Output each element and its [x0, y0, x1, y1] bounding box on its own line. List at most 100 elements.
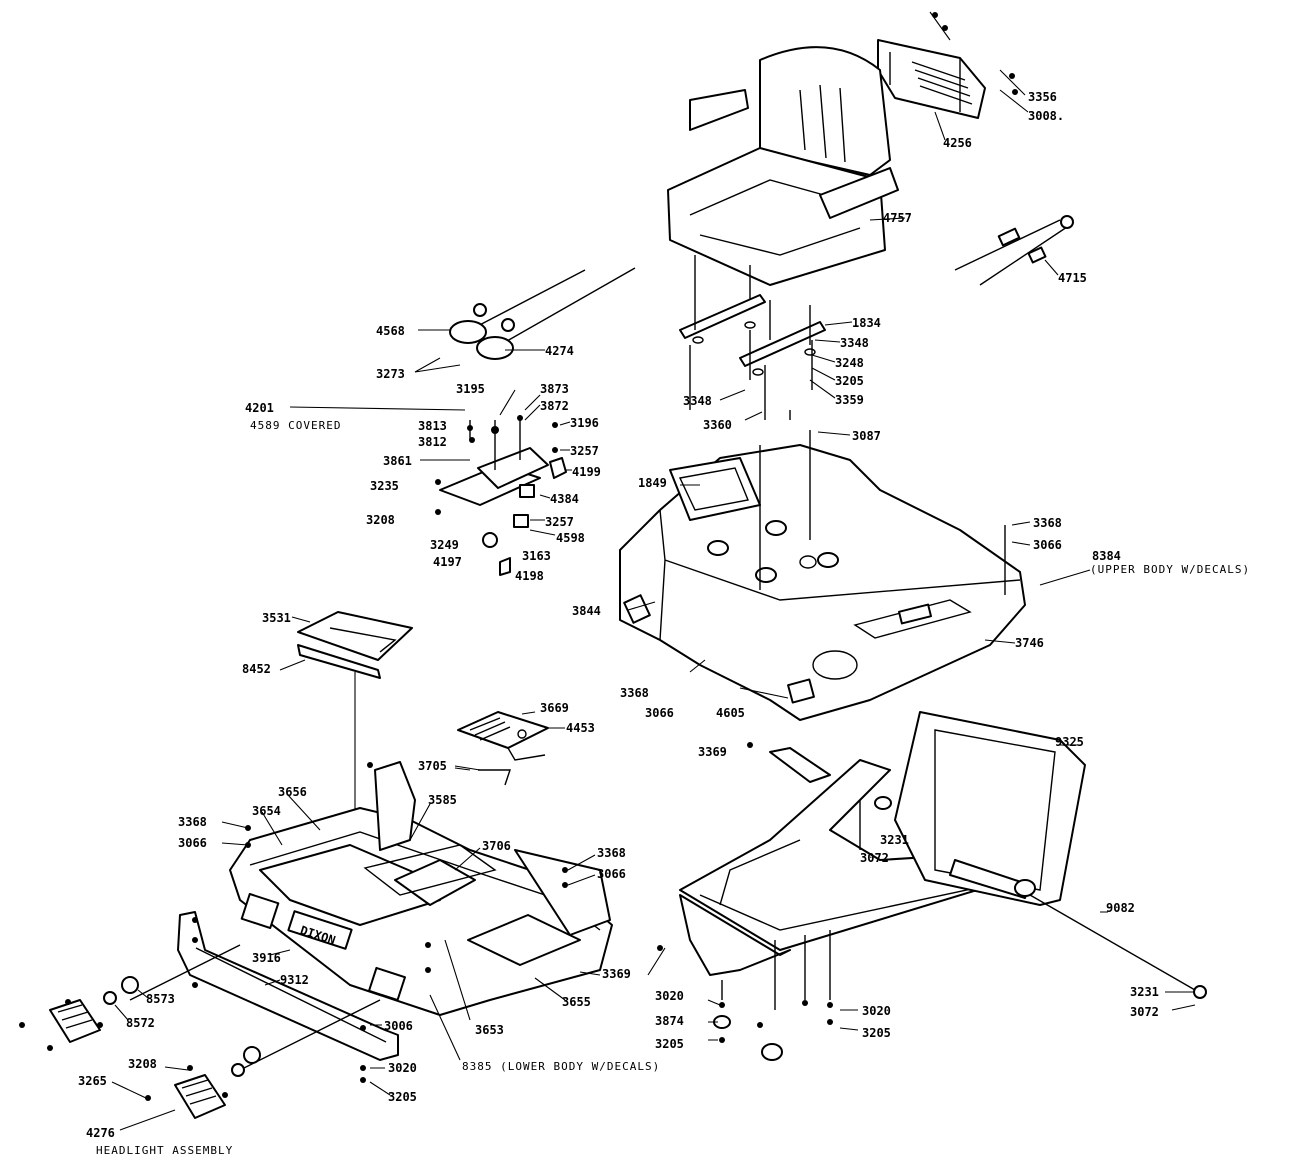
- label-3873: 3873: [540, 382, 569, 396]
- label-3208-b: 3208: [128, 1057, 157, 1071]
- label-4199: 4199: [572, 465, 601, 479]
- label-3196: 3196: [570, 416, 599, 430]
- label-4715: 4715: [1058, 271, 1087, 285]
- label-3020-c: 3020: [388, 1061, 417, 1075]
- label-3231-a: 3231: [880, 833, 909, 847]
- label-3257-a: 3257: [570, 444, 599, 458]
- label-3368-a: 3368: [1033, 516, 1062, 530]
- label-3265: 3265: [78, 1074, 107, 1088]
- label-4197: 4197: [433, 555, 462, 569]
- label-3257-b: 3257: [545, 515, 574, 529]
- label-3585: 3585: [428, 793, 457, 807]
- control-plate-group: [289, 389, 572, 576]
- label-4757: 4757: [883, 211, 912, 225]
- label-1834: 1834: [852, 316, 881, 330]
- label-3066-c: 3066: [178, 836, 207, 850]
- label-9312: 9312: [280, 973, 309, 987]
- label-3655: 3655: [562, 995, 591, 1009]
- label-3872: 3872: [540, 399, 569, 413]
- label-headlight-assembly: HEADLIGHT ASSEMBLY: [96, 1144, 233, 1157]
- label-4605: 4605: [716, 706, 745, 720]
- label-3020-b: 3020: [862, 1004, 891, 1018]
- label-3360: 3360: [703, 418, 732, 432]
- label-3072-b: 3072: [1130, 1005, 1159, 1019]
- label-3066-a: 3066: [1033, 538, 1062, 552]
- label-3008: 3008.: [1028, 109, 1064, 123]
- bumper-part: [177, 911, 399, 1096]
- label-3273: 3273: [376, 367, 405, 381]
- label-4568: 4568: [376, 324, 405, 338]
- label-3348-b: 3348: [683, 394, 712, 408]
- label-3072-a: 3072: [860, 851, 889, 865]
- label-3368-b: 3368: [620, 686, 649, 700]
- label-8452: 8452: [242, 662, 271, 676]
- label-3348-a: 3348: [840, 336, 869, 350]
- label-9082: 9082: [1106, 901, 1135, 915]
- label-1849: 1849: [638, 476, 667, 490]
- label-3163: 3163: [522, 549, 551, 563]
- label-3656: 3656: [278, 785, 307, 799]
- label-3356: 3356: [1028, 90, 1057, 104]
- label-4198: 4198: [515, 569, 544, 583]
- label-4256: 4256: [943, 136, 972, 150]
- label-3195: 3195: [456, 382, 485, 396]
- headlight-assembly-part: [19, 944, 381, 1131]
- label-3653: 3653: [475, 1023, 504, 1037]
- label-3812: 3812: [418, 435, 447, 449]
- label-3066-d: 3066: [597, 867, 626, 881]
- label-3087: 3087: [852, 429, 881, 443]
- label-3208-a: 3208: [366, 513, 395, 527]
- lower-body-part: [221, 761, 613, 1061]
- cable-controls-part: [414, 267, 636, 373]
- label-lower-body: 8385 (LOWER BODY W/DECALS): [462, 1060, 660, 1073]
- label-4274: 4274: [545, 344, 574, 358]
- part-labels: 3356 3008. 4256 4757 4715 4568 4274 3273…: [78, 90, 1250, 1157]
- label-3231-b: 3231: [1130, 985, 1159, 999]
- label-8572: 8572: [126, 1016, 155, 1030]
- label-3205-c: 3205: [862, 1026, 891, 1040]
- label-4384: 4384: [550, 492, 579, 506]
- label-3248: 3248: [835, 356, 864, 370]
- seat-slide-rails: [679, 255, 853, 421]
- label-8573: 8573: [146, 992, 175, 1006]
- battery-bracket-part: [877, 11, 1029, 141]
- label-3861: 3861: [383, 454, 412, 468]
- label-3706: 3706: [482, 839, 511, 853]
- switch-plate-part: [454, 711, 565, 786]
- foot-pad-part: [279, 611, 413, 905]
- label-3369-a: 3369: [698, 745, 727, 759]
- label-3874: 3874: [655, 1014, 684, 1028]
- label-3006: 3006: [384, 1019, 413, 1033]
- seat-part: [667, 46, 906, 286]
- label-4589-covered: 4589 COVERED: [250, 419, 341, 432]
- label-3916: 3916: [252, 951, 281, 965]
- label-4453: 4453: [566, 721, 595, 735]
- label-3813: 3813: [418, 419, 447, 433]
- frame-part: [647, 711, 1207, 1061]
- seat-belt-part: [954, 215, 1074, 286]
- label-4201: 4201: [245, 401, 274, 415]
- label-3669: 3669: [540, 701, 569, 715]
- label-8384: 8384: [1092, 549, 1121, 563]
- label-3369-b: 3369: [602, 967, 631, 981]
- label-3531: 3531: [262, 611, 291, 625]
- label-3368-c: 3368: [178, 815, 207, 829]
- label-9325: 9325: [1055, 735, 1084, 749]
- label-3249: 3249: [430, 538, 459, 552]
- label-4276: 4276: [86, 1126, 115, 1140]
- label-3235: 3235: [370, 479, 399, 493]
- label-upper-body: (UPPER BODY W/DECALS): [1090, 563, 1250, 576]
- label-3205-a: 3205: [835, 374, 864, 388]
- label-3020-a: 3020: [655, 989, 684, 1003]
- label-3844: 3844: [572, 604, 601, 618]
- label-3066-b: 3066: [645, 706, 674, 720]
- upper-body-part: [619, 410, 1091, 721]
- label-3654: 3654: [252, 804, 281, 818]
- label-4598: 4598: [556, 531, 585, 545]
- label-3359: 3359: [835, 393, 864, 407]
- label-3746: 3746: [1015, 636, 1044, 650]
- label-3705: 3705: [418, 759, 447, 773]
- label-3368-d: 3368: [597, 846, 626, 860]
- label-3205-d: 3205: [388, 1090, 417, 1104]
